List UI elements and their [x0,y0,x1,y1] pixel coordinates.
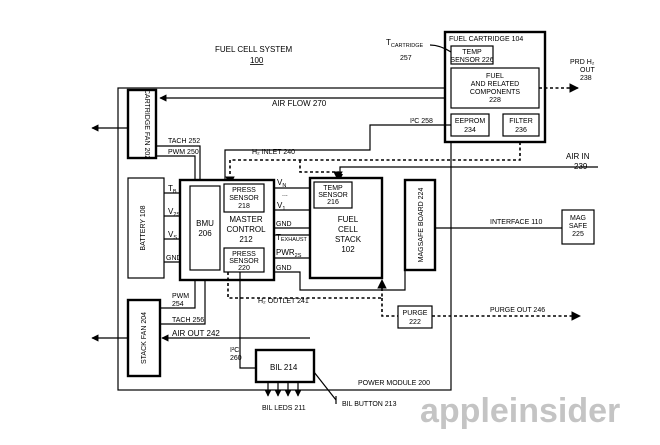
cartridge-fan-box [126,88,158,160]
purge-label: PURGE [403,310,428,317]
fuel-components-line2: AND RELATED [471,81,520,88]
press-sensor-218-box [223,183,265,213]
air-flow-label: AIR FLOW 270 [272,99,327,108]
mag-safe-box [561,209,595,245]
mag-safe-line1: MAG [570,215,586,222]
stack-fan-label: STACK FAN 204 [141,312,148,364]
bil-button-label: BIL BUTTON 213 [342,401,397,408]
fuel-components-line3: COMPONENTS [470,89,521,96]
system-title: FUEL CELL SYSTEM [215,45,293,54]
v1-label: V1 [277,201,285,212]
eeprom-label: EEPROM [455,118,486,125]
press-sensor-220-line1: PRESS [232,251,256,258]
bil-box [254,348,316,384]
battery-gnd-label: GND [166,255,182,262]
tach-256-label: TACH 256 [172,317,204,324]
purge-box [397,305,433,329]
fuel-cell-stack-line2: CELL [338,225,359,234]
filter-number: 236 [515,127,527,134]
power-module-label: POWER MODULE 200 [358,380,430,387]
appleinsider-watermark: appleinsider [420,392,620,430]
cartridge-temp-sensor-label: TEMP [462,49,482,56]
cartridge-temp-sensor-number: SENSOR 226 [450,57,493,64]
fuel-cell-stack-line4: 102 [341,245,355,254]
bmu-number: 206 [198,229,212,238]
bil-label: BIL 214 [270,363,298,372]
fuel-components-box [450,67,540,109]
i2c-260-line1: I²C [230,347,239,354]
bil-leds-label: BIL LEDS 211 [262,405,306,412]
texhaust-label: TEXHAUST [276,233,308,243]
prd-out-line3: 238 [580,75,592,82]
vs-label: VS [168,230,177,241]
air-in-label: AIR IN [566,152,590,161]
i2c-260-line2: 260 [230,355,242,362]
stack-fan-box [126,298,162,378]
mag-safe-line2: SAFE [569,223,588,230]
t-cartridge-number: 257 [400,55,412,62]
press-sensor-220-line3: 220 [238,265,250,272]
mc-gnd-label: GND [276,221,292,228]
pwm-254-line1: PWM [172,293,189,300]
vn-label: VN [277,178,286,189]
fuel-cell-stack-line1: FUEL [338,215,359,224]
pwm-254-line2: 254 [172,301,184,308]
temp-sensor-216-box [313,181,353,209]
stack-gnd-label: GND [276,265,292,272]
press-sensor-218-line2: SENSOR [229,195,259,202]
mag-safe-line3: 225 [572,231,584,238]
pwr2s-label: PWR2S [276,248,302,259]
press-sensor-218-line3: 218 [238,203,250,210]
fuel-cell-stack-line3: STACK [335,235,362,244]
magsafe-board-box [403,178,437,272]
interface-label: INTERFACE 110 [490,219,542,226]
air-out-label: AIR OUT 242 [172,329,220,338]
bmu-box [189,185,221,271]
press-sensor-218-line1: PRESS [232,187,256,194]
fuel-cartridge-label: FUEL CARTRIDGE 104 [449,36,523,43]
tach-252-label: TACH 252 [168,138,200,145]
filter-box [502,113,540,137]
filter-label: FILTER [509,118,533,125]
battery-box [127,177,165,279]
air-in-number: 239 [574,162,588,171]
press-sensor-220-box [223,247,265,273]
tb-label: TB [168,184,177,195]
temp-sensor-216-line2: SENSOR [318,192,348,199]
magsafe-board-label: MAGSAFE BOARD 224 [418,188,425,263]
battery-label: BATTERY 108 [140,205,147,250]
purge-out-label: PURGE OUT 246 [490,307,545,314]
v2s-label: V2S [168,207,180,218]
eeprom-number: 234 [464,127,476,134]
cartridge-temp-sensor [450,45,494,65]
master-control-line2: CONTROL [226,225,266,234]
bmu-label: BMU [196,219,214,228]
purge-number: 222 [409,319,421,326]
temp-sensor-216-line1: TEMP [323,185,343,192]
h2-outlet-label: H₂ OUTLET 241 [258,298,309,305]
system-number: 100 [250,56,264,65]
temp-sensor-216-line3: 216 [327,199,339,206]
cartridge-fan-label: CARTRIDGE FAN 202 [143,89,150,159]
press-sensor-220-line2: SENSOR [229,258,259,265]
prd-out-line2: OUT [580,67,596,74]
t-cartridge-label: TCARTRIDGE [386,38,424,49]
prd-out-line1: PRD H₂ [570,59,595,66]
master-control-line1: MASTER [229,215,263,224]
h2-inlet-label: H₂ INLET 240 [252,149,295,156]
fuel-components-line1: FUEL [486,73,504,80]
dots-label: ... [282,191,288,198]
fuel-components-line4: 228 [489,97,501,104]
i2c-258-label: I²C 258 [410,118,433,125]
master-control-line3: 212 [239,235,253,244]
pwm-250-label: PWM 250 [168,149,199,156]
